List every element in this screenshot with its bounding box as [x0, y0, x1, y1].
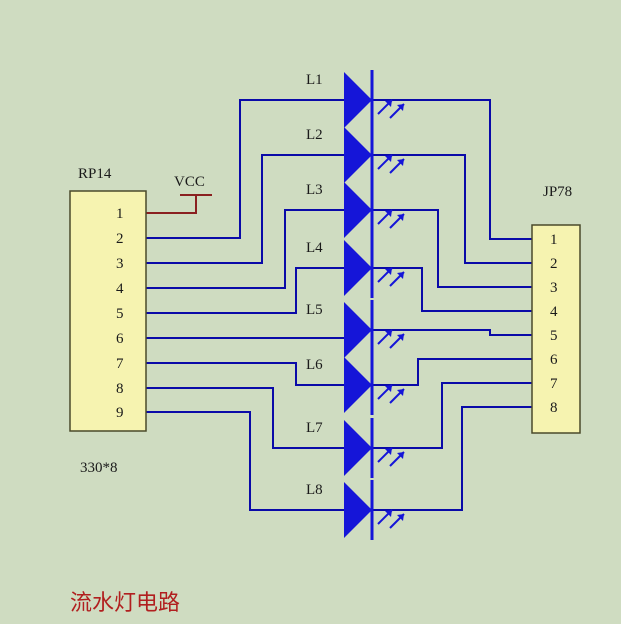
arrow-head-icon: [397, 514, 404, 521]
led-cathode-wire: [372, 382, 532, 449]
led-2: L2: [306, 125, 405, 185]
led-cathode-wire: [372, 329, 532, 336]
arrow-head-icon: [385, 268, 392, 275]
led-triangle: [344, 182, 372, 238]
rp14-pin-labels: 1 2 3 4 5 6 7 8 9: [116, 206, 124, 421]
arrow-head-icon: [397, 452, 404, 459]
led-anode-wire: [146, 154, 344, 264]
led-label: L3: [306, 182, 323, 198]
arrow-head-icon: [385, 448, 392, 455]
jp78-pin-label: 4: [550, 304, 558, 320]
led-7: L7: [306, 418, 405, 478]
led-anode-wire: [146, 362, 344, 386]
jp78-designator: JP78: [543, 184, 572, 200]
arrow-head-icon: [397, 334, 404, 341]
led-anode-wire: [146, 267, 344, 314]
rp14-pin-label: 6: [116, 331, 124, 347]
jp78-pin-label: 6: [550, 352, 558, 368]
arrow-head-icon: [397, 159, 404, 166]
jp78-body: [531, 224, 581, 434]
rp14-pin-label: 5: [116, 306, 124, 322]
rp14-value: 330*8: [80, 460, 118, 476]
arrow-head-icon: [385, 510, 392, 517]
led-triangle: [344, 72, 372, 128]
jp78-pin-label: 8: [550, 400, 558, 416]
led-anode-wire: [146, 209, 344, 289]
vcc-power-symbol: VCC: [146, 174, 212, 214]
rp14-designator: RP14: [78, 166, 112, 182]
led-5: L5: [306, 300, 405, 360]
jp78-pin-label: 3: [550, 280, 558, 296]
led-triangle: [344, 357, 372, 413]
arrow-head-icon: [385, 155, 392, 162]
rp14-pin-label: 1: [116, 206, 124, 222]
led-anode-wire: [146, 387, 344, 449]
wires-layer: [146, 99, 532, 511]
jp78-pin-label: 5: [550, 328, 558, 344]
arrow-head-icon: [397, 214, 404, 221]
jp78-pin-label: 2: [550, 256, 558, 272]
led-anode-wire: [146, 99, 344, 239]
led-triangle: [344, 127, 372, 183]
resistor-network-rp14: RP14 330*8 1 2 3 4 5 6 7 8 9: [69, 166, 147, 476]
vcc-label: VCC: [174, 174, 205, 190]
led-label: L7: [306, 420, 323, 436]
arrow-head-icon: [385, 100, 392, 107]
led-triangle: [344, 240, 372, 296]
led-cathode-wire: [372, 154, 532, 264]
led-label: L5: [306, 302, 323, 318]
rp14-pin-label: 7: [116, 356, 124, 372]
arrow-head-icon: [397, 389, 404, 396]
rp14-pin-label: 2: [116, 231, 124, 247]
arrow-head-icon: [385, 330, 392, 337]
rp14-pin-label: 3: [116, 256, 124, 272]
led-6: L6: [306, 355, 405, 415]
led-triangle: [344, 302, 372, 358]
led-cathode-wire: [372, 406, 532, 511]
connector-jp78: JP78 1 2 3 4 5 6 7 8: [531, 184, 581, 434]
led-label: L2: [306, 127, 323, 143]
led-label: L6: [306, 357, 323, 373]
jp78-pin-label: 1: [550, 232, 558, 248]
rp14-pin-label: 4: [116, 281, 124, 297]
rp14-body: [69, 190, 147, 432]
led-cathode-wire: [372, 209, 532, 288]
led-4: L4: [306, 238, 405, 298]
led-cathode-wire: [372, 99, 532, 240]
led-cathode-wire: [372, 267, 532, 312]
led-3: L3: [306, 180, 405, 240]
rp14-pin-label: 8: [116, 381, 124, 397]
led-label: L4: [306, 240, 323, 256]
arrow-head-icon: [397, 272, 404, 279]
jp78-pin-label: 7: [550, 376, 558, 392]
arrow-head-icon: [385, 210, 392, 217]
led-cathode-wire: [372, 358, 532, 386]
led-1: L1: [306, 70, 405, 130]
led-triangle: [344, 482, 372, 538]
vcc-wire: [146, 194, 212, 214]
led-label: L1: [306, 72, 323, 88]
circuit-title: 流水灯电路: [70, 591, 180, 616]
jp78-pin-labels: 1 2 3 4 5 6 7 8: [550, 232, 558, 416]
rp14-pin-label: 9: [116, 405, 124, 421]
led-label: L8: [306, 482, 323, 498]
led-8: L8: [306, 480, 405, 540]
led-anode-wire: [146, 411, 344, 511]
arrow-head-icon: [397, 104, 404, 111]
arrow-head-icon: [385, 385, 392, 392]
led-triangle: [344, 420, 372, 476]
